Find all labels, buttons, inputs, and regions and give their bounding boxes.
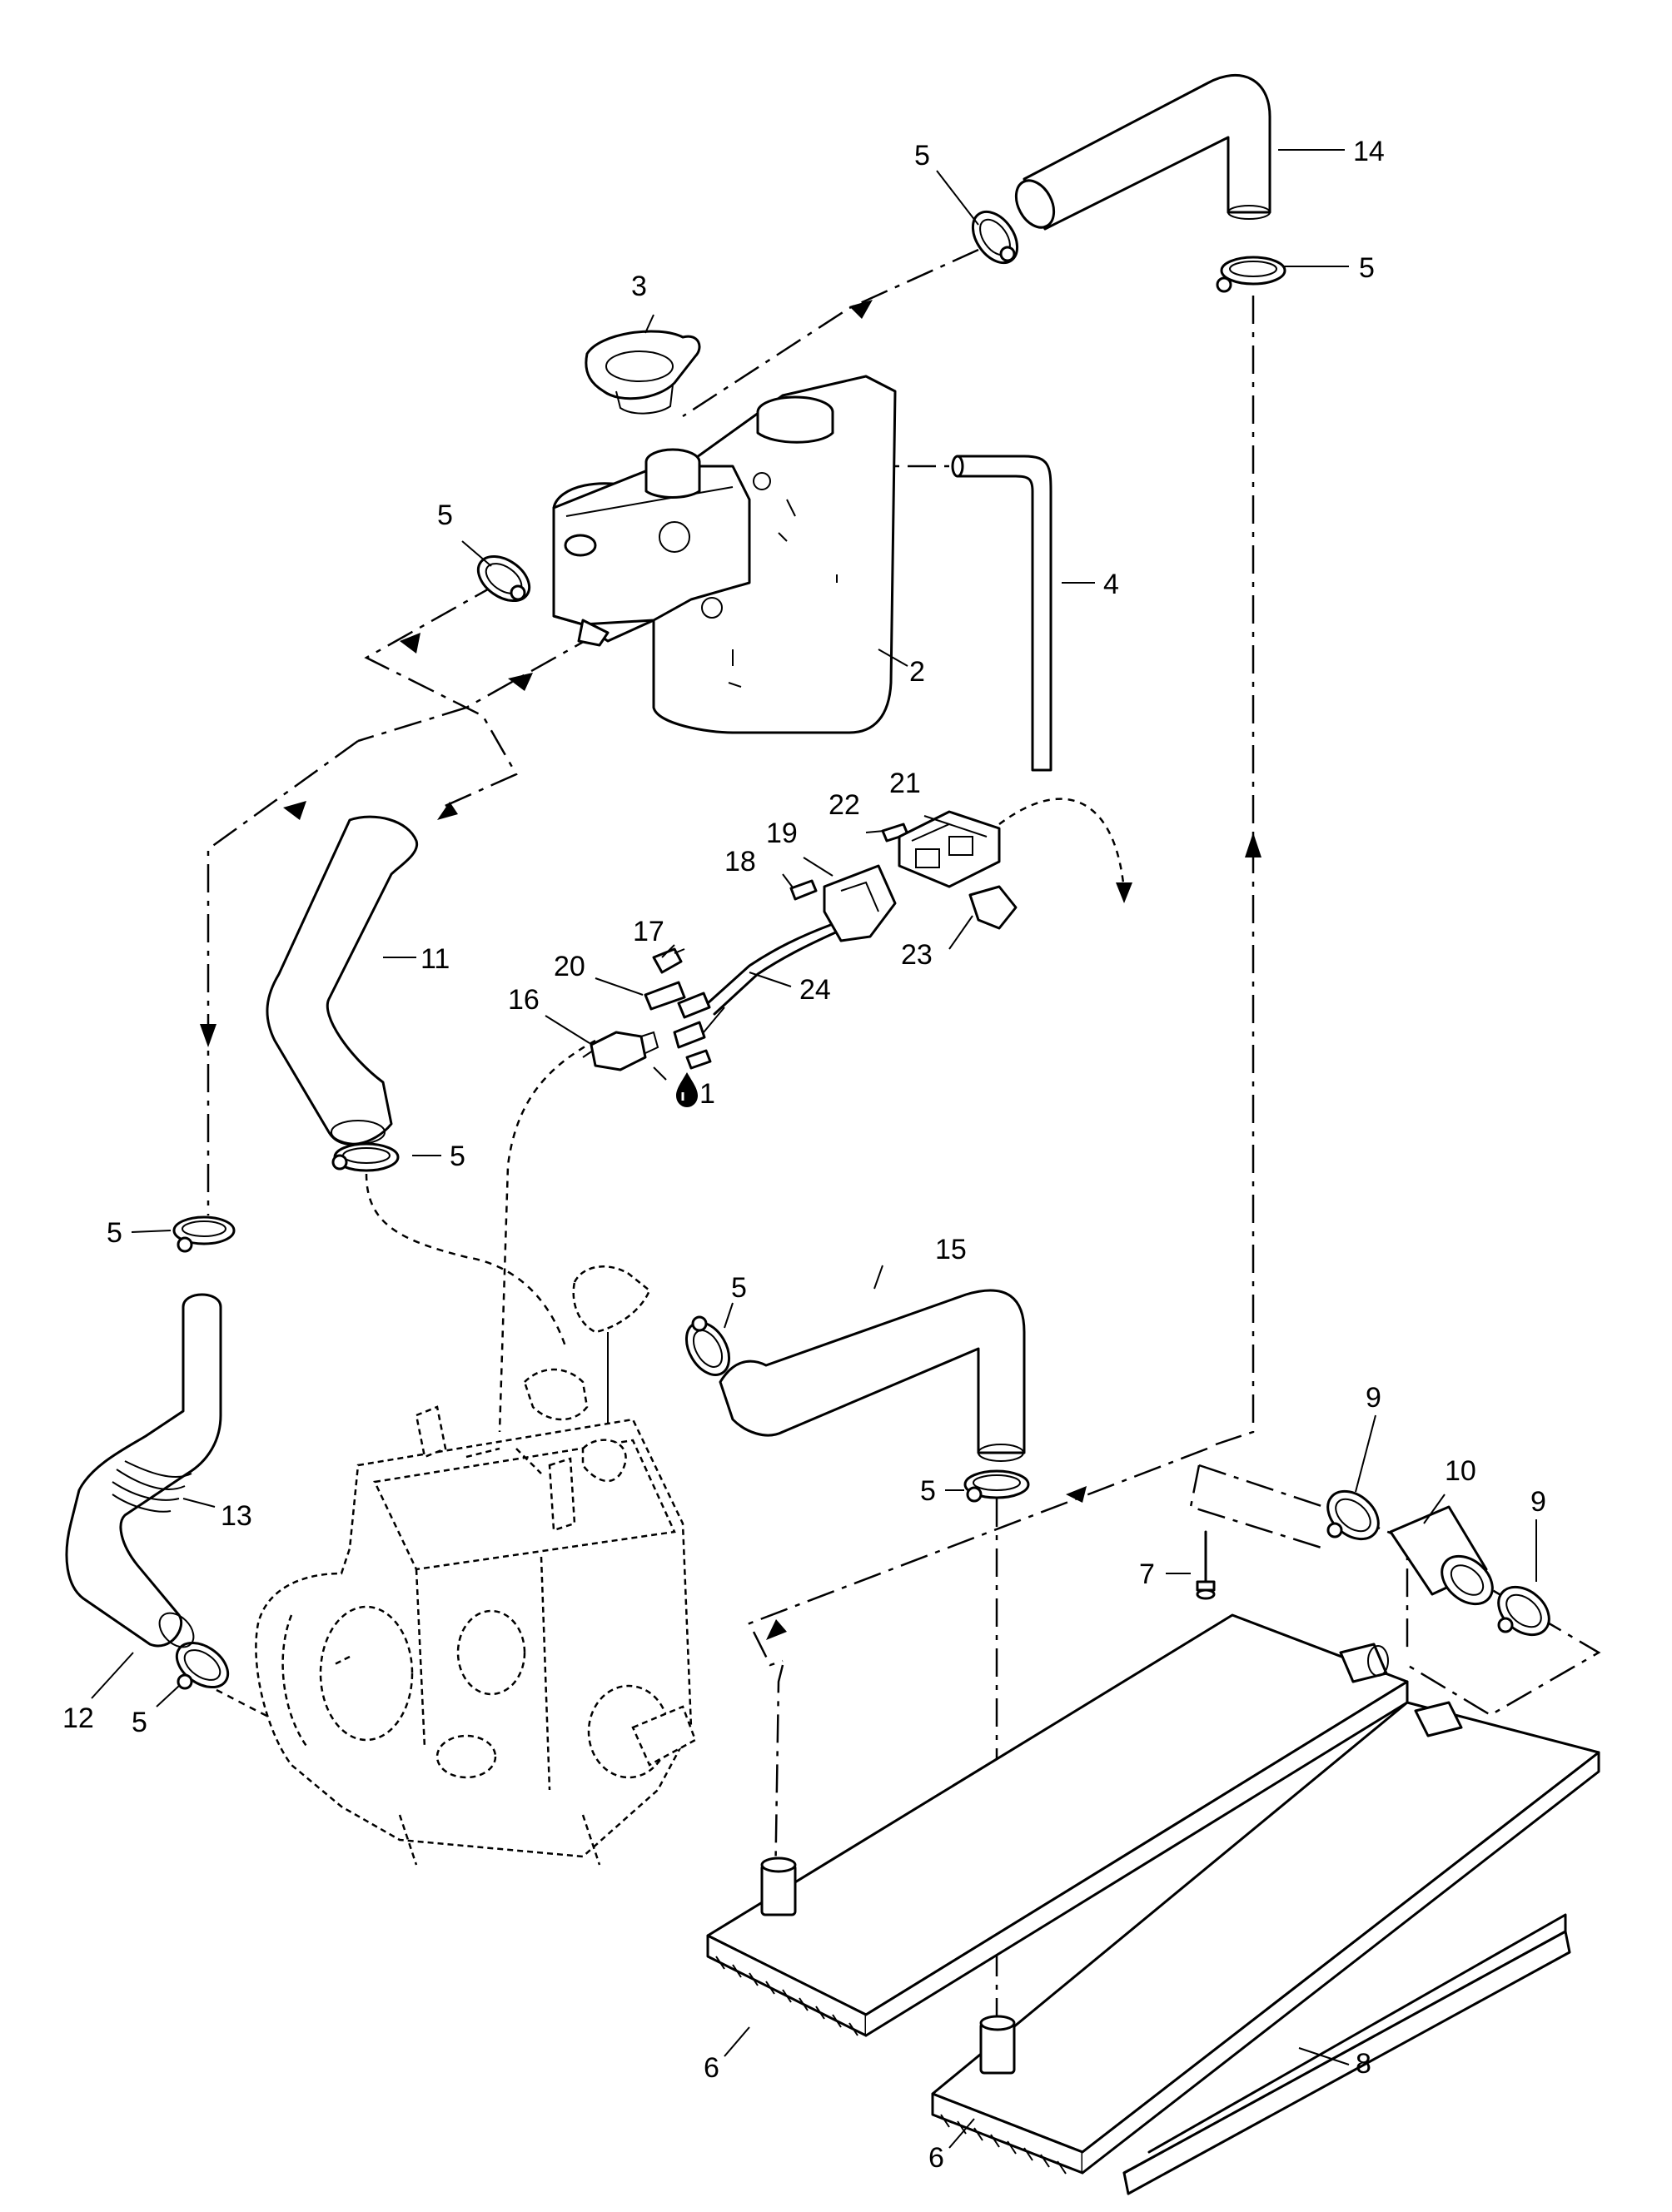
flow-arrow: [849, 300, 873, 319]
part-2-coolant-tank: [552, 375, 897, 734]
callout-5: 5: [437, 500, 453, 531]
callout-15: 15: [935, 1234, 967, 1265]
callout-1: 1: [699, 1078, 715, 1110]
hose-clamps: [172, 210, 1550, 1690]
clamp-9: [1497, 1585, 1550, 1637]
flow-arrow: [400, 633, 420, 654]
part-12-13-lower-hose: [65, 1293, 222, 1648]
part-20-terminal: [644, 981, 712, 1070]
clamp-5: [476, 554, 531, 603]
flow-arrow: [437, 802, 458, 820]
thermostat-housing: [523, 1265, 651, 1421]
callout-19: 19: [766, 818, 798, 849]
flow-arrow: [1066, 1486, 1087, 1503]
callout-7: 7: [1139, 1558, 1155, 1590]
flow-arrow: [508, 673, 533, 691]
clamp-5: [331, 1142, 400, 1172]
callout-10: 10: [1445, 1455, 1476, 1487]
clamp-5: [172, 1215, 236, 1253]
callout-22: 22: [829, 789, 860, 821]
part-4-overflow-hose: [951, 455, 1052, 772]
callout-labels: 5 14 5 3 5 4 2 21 22 19 18 23 17 20 24 1…: [62, 136, 1546, 2174]
callout-6: 6: [928, 2142, 944, 2174]
callout-5: 5: [920, 1475, 936, 1507]
part-18-pin: [789, 879, 818, 901]
part-16-temperature-sensor: [582, 1031, 659, 1071]
flow-arrow: [283, 801, 306, 820]
callout-12: 12: [62, 1702, 94, 1734]
flow-arrow: [1245, 833, 1261, 857]
part-15-hose: [719, 1289, 1026, 1462]
flow-arrow: [200, 1024, 216, 1047]
part-6-radiator-upper: [706, 1613, 1409, 2037]
callout-9: 9: [1530, 1486, 1546, 1518]
callout-20: 20: [554, 951, 585, 982]
callout-4: 4: [1103, 569, 1119, 600]
callout-5: 5: [914, 140, 930, 171]
callout-24: 24: [799, 974, 831, 1006]
callout-21: 21: [889, 768, 921, 799]
engine-block: [255, 1405, 697, 1866]
oil-drop-icon: [676, 1072, 698, 1107]
callout-8: 8: [1356, 2048, 1371, 2080]
callout-5: 5: [132, 1707, 147, 1738]
part-21-connector-housing: [898, 810, 1001, 888]
part-17-terminal: [652, 947, 685, 974]
part-6-radiator-lower: [931, 1701, 1600, 2175]
callout-5: 5: [450, 1141, 465, 1172]
clamp-5: [971, 210, 1019, 265]
callout-14: 14: [1353, 136, 1385, 167]
callout-2: 2: [909, 656, 925, 688]
flow-arrow: [766, 1619, 787, 1640]
part-8-rail: [1122, 1913, 1571, 2195]
flow-arrow: [1116, 882, 1132, 903]
part-14-upper-hose: [1014, 74, 1271, 231]
callout-18: 18: [724, 846, 756, 877]
clamp-9: [1326, 1489, 1380, 1541]
clamp-5: [1216, 256, 1286, 293]
clamp-5: [963, 1469, 1030, 1503]
callout-3: 3: [631, 271, 647, 302]
clamp-5: [684, 1315, 731, 1376]
part-3-pressure-cap: [585, 330, 701, 415]
callout-16: 16: [508, 984, 540, 1016]
callout-17: 17: [633, 916, 664, 947]
part-23-lock: [968, 885, 1018, 930]
callout-6: 6: [704, 2052, 719, 2084]
part-10-joint-tube: [1389, 1505, 1494, 1606]
part-11-hose: [266, 815, 419, 1146]
callout-23: 23: [901, 939, 933, 971]
part-19-connector: [823, 864, 897, 942]
part-7-rivet: [1196, 1530, 1216, 1600]
sensor-and-harness: [582, 810, 1018, 1071]
callout-9: 9: [1366, 1382, 1381, 1414]
clamp-5: [175, 1641, 230, 1690]
callout-5: 5: [731, 1272, 747, 1304]
callout-5: 5: [107, 1217, 122, 1249]
callout-5: 5: [1359, 252, 1375, 284]
callout-13: 13: [221, 1500, 252, 1532]
leader-lines: [91, 149, 1537, 2149]
callout-11: 11: [420, 943, 450, 975]
